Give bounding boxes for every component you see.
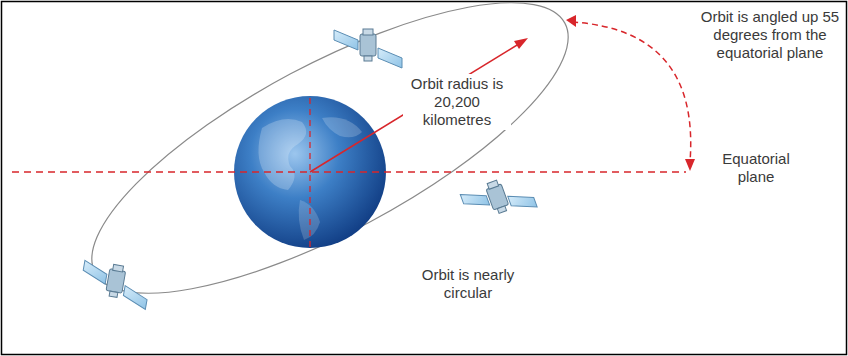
- angle-note: Orbit is angled up 55 degrees from the e…: [700, 8, 840, 62]
- plane-label: Equatorial plane: [704, 150, 808, 186]
- radius-note: Orbit radius is 20,200 kilometres: [403, 74, 511, 130]
- orbit-note: Orbit is nearly circular: [412, 266, 524, 302]
